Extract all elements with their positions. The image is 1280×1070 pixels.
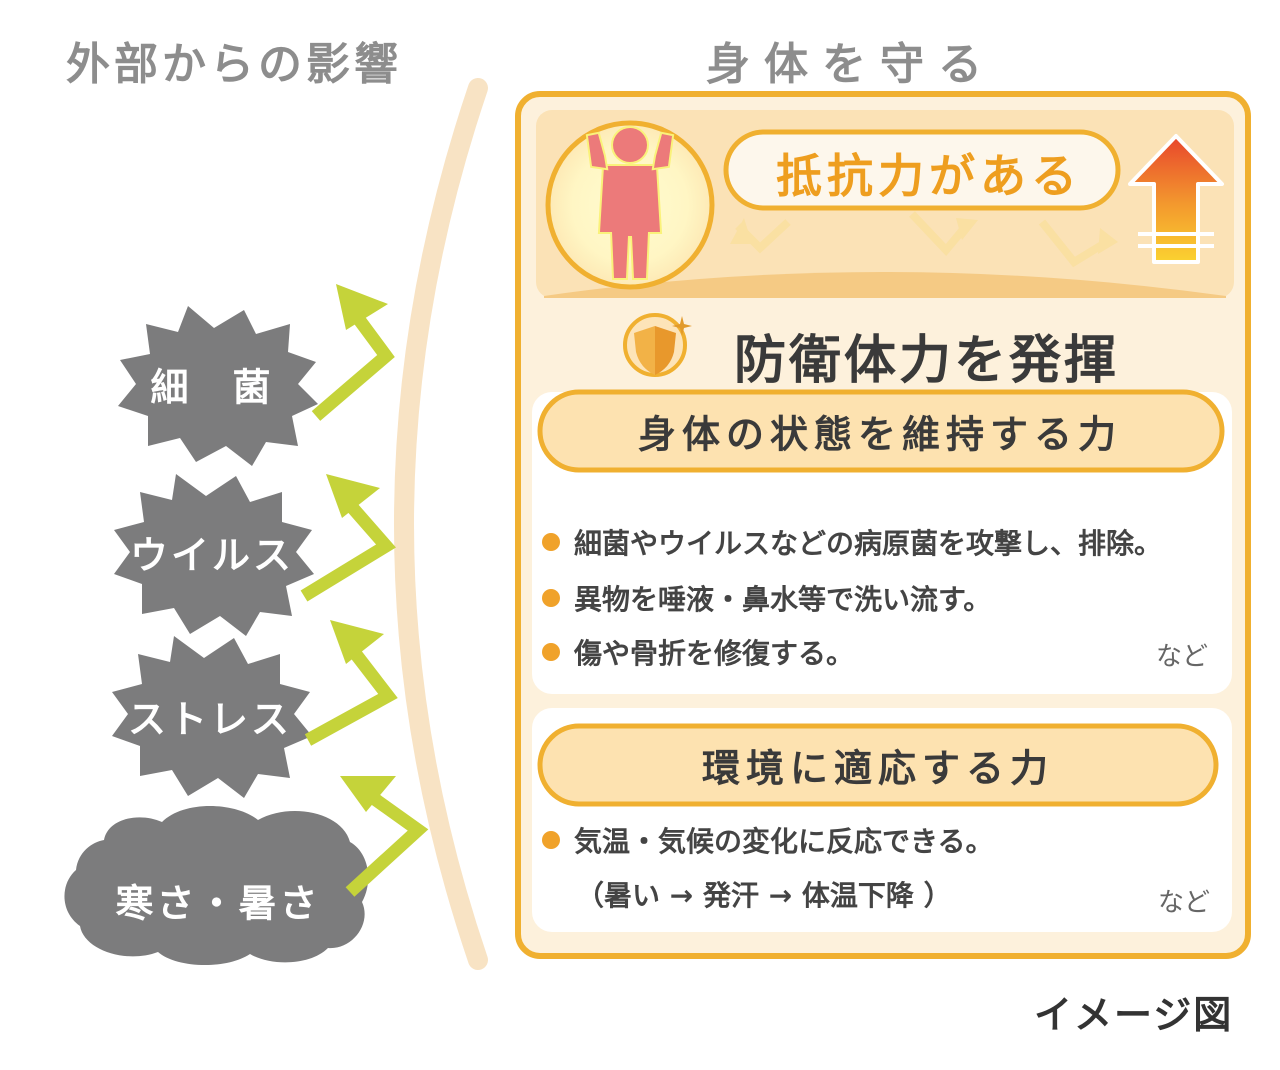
pale-check-arrow-3	[1038, 219, 1113, 268]
section2-note: （暑い → 発汗 → 体温下降 ）	[576, 879, 952, 912]
bacteria-arrowhead	[336, 284, 388, 330]
threat-label-temperature: 寒さ・暑さ	[115, 881, 321, 926]
section1-title-pill	[537, 389, 1225, 473]
barrier-arc	[394, 78, 488, 970]
bacteria-deflect-arrow	[311, 306, 395, 421]
temperature-cloud-shape	[64, 806, 369, 966]
section1-item: 傷や骨折を修復する。	[542, 632, 854, 672]
section1-item-text: 異物を唾液・鼻水等で洗い流す。	[574, 583, 992, 616]
section2-item-text: 気温・気候の変化に反応できる。	[574, 825, 994, 858]
virus-burst-shape	[114, 474, 314, 636]
bullet-dot	[542, 589, 560, 607]
temperature-arrowhead	[340, 776, 396, 812]
bullet-dot	[542, 533, 560, 551]
bullet-dot	[542, 643, 560, 661]
section1-item: 異物を唾液・鼻水等で洗い流す。	[542, 578, 991, 618]
protect-body-heading: 身体を守る	[706, 39, 996, 90]
section2-title-pill	[537, 723, 1219, 807]
resistance-badge	[723, 129, 1121, 211]
section2-title: 環境に適応する力	[701, 746, 1055, 791]
up-arrow-icon	[1128, 134, 1224, 264]
virus-deflect-arrow	[300, 493, 396, 602]
pale-arrowhead-3	[1098, 228, 1118, 254]
person-icon	[585, 126, 675, 280]
section2-etc: など	[1158, 888, 1211, 918]
section1-item-text: 細菌やウイルスなどの病原菌を攻撃し、排除。	[574, 527, 1163, 560]
stress-burst-shape	[112, 636, 312, 798]
section1-item-text: 傷や骨折を修復する。	[574, 637, 855, 670]
threat-label-bacteria: 細 菌	[150, 365, 274, 410]
stress-deflect-arrow	[304, 640, 398, 746]
section1-title: 身体の状態を維持する力	[637, 412, 1123, 457]
temperature-deflect-arrow	[345, 784, 429, 897]
section1-item: 細菌やウイルスなどの病原菌を攻撃し、排除。	[542, 522, 1162, 562]
sparkle-icon	[672, 316, 692, 336]
pale-arrowhead-1	[730, 218, 752, 244]
pale-arrowhead-2	[956, 218, 978, 240]
pale-check-arrow-2	[909, 211, 970, 257]
section2-item: 気温・気候の変化に反応できる。	[542, 820, 993, 860]
threat-label-virus: ウイルス	[129, 533, 295, 578]
threat-label-stress: ストレス	[127, 697, 293, 742]
bacteria-burst-shape	[118, 306, 318, 466]
stress-arrowhead	[330, 620, 384, 664]
resistance-label: 抵抗力がある	[776, 149, 1082, 203]
section1-etc: など	[1156, 642, 1209, 672]
panel-title: 防衛体力を発揮	[734, 331, 1120, 391]
resistance-zone-arc	[544, 272, 1226, 298]
bullet-dot	[542, 831, 560, 849]
shield-icon	[634, 326, 676, 375]
virus-arrowhead	[326, 474, 380, 518]
image-caption: イメージ図	[1034, 993, 1234, 1037]
external-influence-heading: 外部からの影響	[66, 39, 402, 90]
